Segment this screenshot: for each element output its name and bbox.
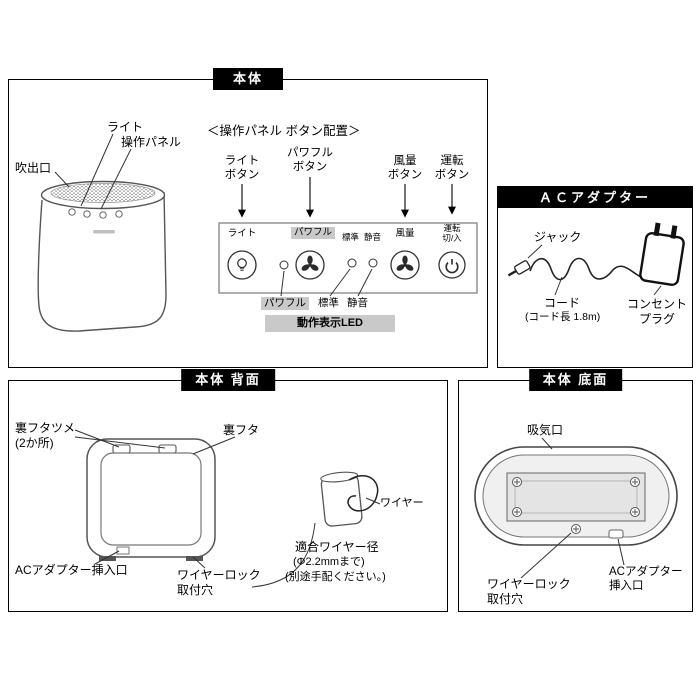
label-cord: コード — [544, 296, 581, 310]
label-wire-note: (別途手配ください。) — [285, 571, 386, 583]
button-callout-arrows — [238, 177, 456, 218]
label-wire: ワイヤー — [380, 497, 424, 509]
panel-ac-adapter-title: ＡＣアダプター — [498, 187, 692, 208]
cord-illustration — [529, 257, 642, 281]
callout-light-button: ライト ボタン — [224, 155, 260, 182]
panel-bottom-title: 本体 底面 — [528, 369, 623, 391]
wire-lock-hole — [571, 524, 581, 534]
callout-power-button: 運転 ボタン — [434, 155, 470, 182]
label-ac-inlet: ACアダプター 挿入口 — [609, 566, 683, 593]
screw-icon — [512, 477, 522, 487]
label-wire-lock-hole: ワイヤーロック 取付穴 — [487, 577, 571, 606]
label-ac-inlet: ACアダプター挿入口 — [15, 563, 128, 577]
ac-inlet-port — [608, 529, 624, 539]
btn-label-powerful: パワフル — [291, 227, 336, 239]
btn-label-quiet: 静音 — [364, 232, 382, 242]
back-view-graphics — [74, 429, 381, 588]
btn-label-light: ライト — [227, 228, 257, 239]
panel-bottom-view: 本体 底面 — [458, 369, 693, 612]
power-button — [438, 251, 466, 279]
bottom-view-graphics — [474, 437, 678, 579]
label-air-outlet: 吹出口 — [15, 161, 52, 175]
label-jack: ジャック — [534, 230, 582, 244]
adapter-leader-lines — [527, 244, 662, 296]
label-air-intake: 吸気口 — [527, 423, 564, 437]
air-outlet-grille — [50, 183, 156, 203]
standard-led-dot — [347, 258, 357, 268]
quiet-led-dot — [368, 258, 378, 268]
led-leader-lines — [280, 268, 373, 297]
screw-icon — [630, 507, 640, 517]
screw-icon — [512, 507, 522, 517]
label-cover-tabs: 裏フタツメ (2か所) — [15, 421, 76, 450]
label-wire-lock-hole: ワイヤーロック 取付穴 — [177, 568, 261, 597]
panel-main-title: 本体 — [212, 68, 284, 90]
brand-mark — [93, 230, 115, 234]
label-control-panel: 操作パネル — [121, 135, 182, 149]
btn-label-airflow: 風量 — [395, 228, 415, 239]
device-illustration — [37, 180, 167, 332]
led-label-powerful: パワフル — [261, 297, 309, 311]
callout-powerful-button: パワフル ボタン — [287, 147, 333, 174]
btn-label-standard: 標準 — [342, 232, 360, 242]
callout-airflow-button: 風量 ボタン — [387, 155, 423, 182]
control-panel-box — [218, 222, 478, 294]
button-layout-heading: ＜操作パネル ボタン配置＞ — [207, 124, 361, 138]
ac-adapter-graphics — [507, 222, 685, 296]
label-wire-diameter-max: (Φ2.2mmまで) — [293, 556, 365, 568]
main-unit-graphics — [37, 133, 478, 332]
led-label-standard: 標準 — [318, 297, 339, 309]
screw-icon — [630, 477, 640, 487]
bottom-view-illustration — [474, 446, 678, 546]
light-button — [227, 250, 257, 280]
ac-inlet-port — [116, 546, 130, 555]
panel-main-unit: 本体 — [8, 68, 488, 368]
jack-illustration — [507, 260, 531, 277]
wire-detail-illustration — [320, 471, 379, 527]
label-back-cover: 裏フタ — [223, 423, 260, 437]
btn-label-power: 運転 切/入 — [442, 223, 462, 243]
wire-illustration — [347, 474, 379, 512]
label-outlet-plug: コンセント プラグ — [626, 297, 687, 326]
back-leader-lines — [74, 429, 381, 588]
label-light: ライト — [107, 120, 144, 134]
device-leader-lines — [54, 133, 132, 210]
label-cord-length: (コード長 1.8m) — [525, 311, 601, 323]
plug-illustration — [639, 222, 685, 287]
cover-tab-right — [158, 444, 177, 454]
bottom-leader-lines — [520, 437, 625, 579]
device-top-control-icons — [68, 208, 123, 219]
panel-back-view: 本体 背面 — [8, 369, 448, 612]
panel-ac-adapter: ＡＣアダプター ジャック コード (コード長 1.8m) コンセント プラグ — [497, 186, 693, 368]
led-caption-bar: 動作表示LED — [265, 315, 395, 332]
label-wire-diameter: 適合ワイヤー径 — [295, 540, 379, 554]
led-label-quiet: 静音 — [347, 297, 368, 309]
powerful-led-dot — [279, 260, 289, 270]
back-view-illustration — [86, 438, 216, 561]
back-cover — [100, 452, 202, 546]
panel-back-title: 本体 背面 — [181, 369, 275, 391]
control-panel-buttons — [227, 250, 466, 280]
